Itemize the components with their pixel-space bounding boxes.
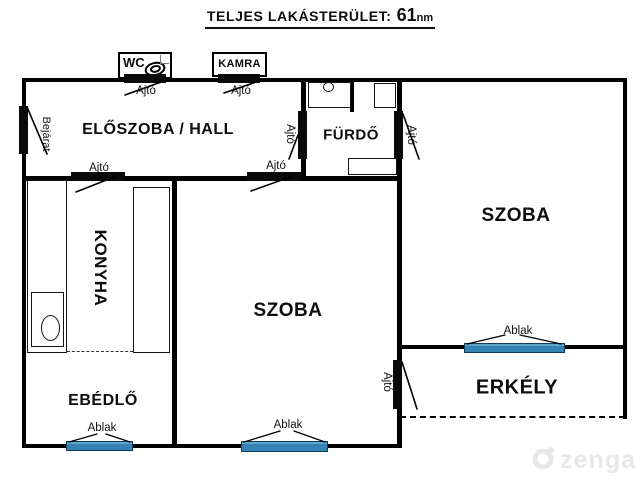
wall-kitchen-divider	[172, 176, 177, 448]
window-room-right	[464, 343, 565, 353]
bathtub-drain-icon	[323, 82, 334, 92]
toilet-icon	[142, 60, 168, 83]
balcony-dashed-edge	[400, 416, 625, 418]
wall-left	[22, 78, 26, 448]
door-entrance	[19, 106, 28, 154]
title-area-value: 61	[396, 5, 417, 25]
hall-label: ELŐSZOBA / HALL	[82, 121, 234, 138]
dining-label: EBÉDLŐ	[68, 392, 138, 409]
door-bathroom-left	[298, 111, 307, 159]
pantry-box: KAMRA	[212, 52, 267, 77]
room-right-label: SZOBA	[481, 205, 551, 226]
balcony-label: ERKÉLY	[475, 376, 559, 399]
door-label-kitchen: Ajtó	[89, 162, 109, 174]
pantry-label: KAMRA	[218, 58, 261, 70]
door-label-wc: Ajtó	[136, 85, 156, 97]
wall-right	[623, 78, 627, 419]
window-dining	[66, 441, 133, 451]
title-area-unit: nm	[416, 12, 434, 24]
kitchen-sink-basin	[41, 315, 60, 341]
window-label-dining: Ablak	[87, 422, 117, 434]
wall-bottom	[22, 444, 402, 448]
door-label-bathroom-left: Ajtó	[284, 124, 296, 144]
kitchen-label: KONYHA	[91, 229, 110, 307]
door-label-room-center: Ajtó	[266, 160, 286, 172]
door-label-bathroom-right: Ajtó	[405, 125, 417, 145]
wall-center-vertical	[397, 78, 402, 448]
door-wc	[124, 74, 166, 83]
window-label-room-right: Ablak	[503, 325, 533, 337]
room-center-label: SZOBA	[253, 300, 323, 321]
door-pantry	[218, 74, 260, 83]
door-label-balcony: Ajtó	[381, 372, 393, 392]
entrance-label: Bejárat	[40, 116, 52, 152]
wall-hall-bottom	[22, 176, 402, 181]
wall-bathtub-stub	[350, 78, 354, 112]
washbasin	[374, 83, 396, 108]
door-room-center	[247, 172, 301, 181]
page-title: TELJES LAKÁSTERÜLET:61nm	[0, 5, 640, 29]
wc-label: WC	[123, 55, 145, 70]
watermark-logo-icon	[530, 445, 556, 476]
door-label-pantry: Ajtó	[231, 85, 251, 97]
wc-cistern-icon	[160, 55, 169, 64]
door-bathroom-right	[394, 111, 403, 159]
watermark: zenga	[530, 445, 636, 476]
bathroom-cabinet	[348, 158, 397, 175]
window-label-room-center: Ablak	[273, 419, 303, 431]
door-balcony	[393, 360, 402, 409]
kitchen-dashed-line	[67, 351, 133, 352]
watermark-text: zenga	[560, 446, 636, 474]
wall-top	[22, 78, 627, 82]
bathroom-label: FÜRDŐ	[323, 126, 379, 144]
window-room-center	[241, 441, 328, 452]
kitchen-counter-right	[133, 187, 170, 353]
title-text: TELJES LAKÁSTERÜLET:	[206, 8, 392, 24]
